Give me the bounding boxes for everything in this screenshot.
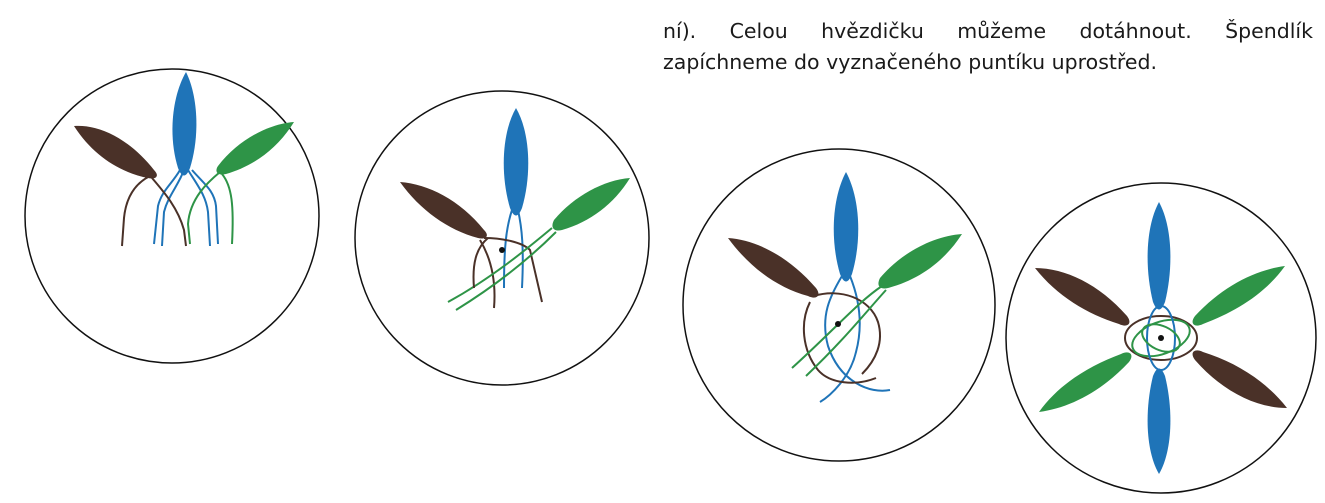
step-3-illustration xyxy=(680,146,998,464)
step-1-illustration xyxy=(22,66,322,366)
instruction-text: ní). Celou hvězdičku můžeme dotáhnout. Š… xyxy=(663,16,1313,78)
step-2-illustration xyxy=(352,88,652,388)
instruction-line-1: ní). Celou hvězdičku můžeme dotáhnout. Š… xyxy=(663,16,1313,47)
step-4-illustration xyxy=(1003,180,1319,496)
instruction-line-2: zapíchneme do vyznačeného puntíku uprost… xyxy=(663,47,1313,78)
